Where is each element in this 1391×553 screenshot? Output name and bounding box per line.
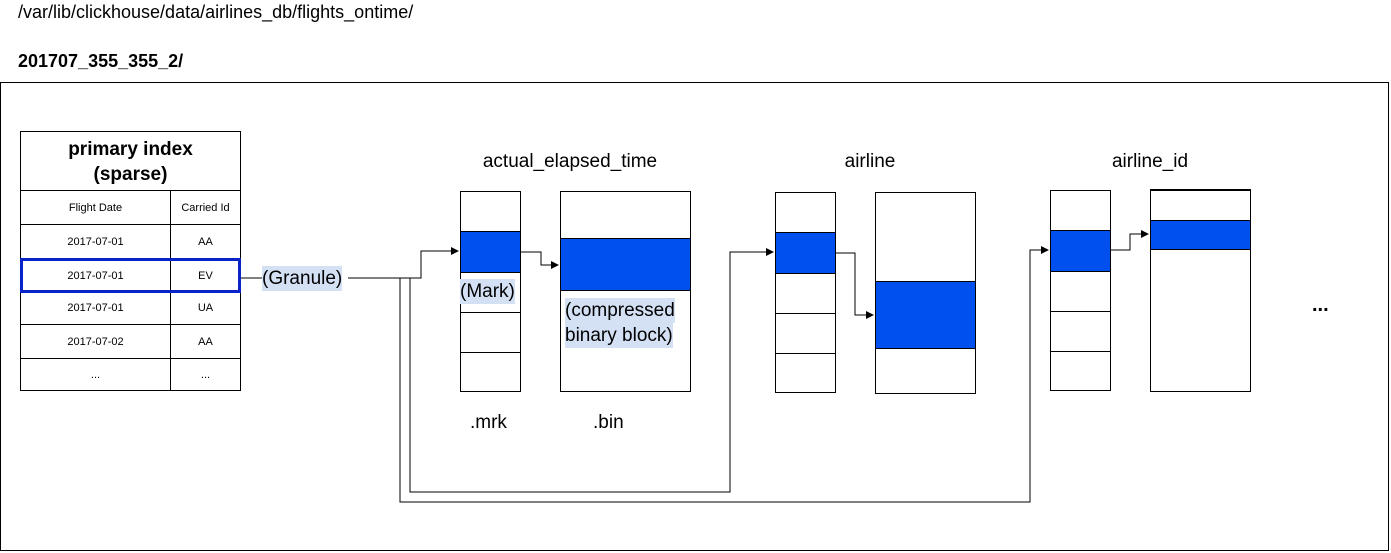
cell-carried-id: UA (197, 301, 214, 314)
selected-index-row-highlight (20, 258, 241, 293)
more-columns-ellipsis: ... (1312, 294, 1329, 316)
mark-cell (776, 353, 835, 393)
cell-carried-id: EV (198, 269, 213, 282)
part-directory: 201707_355_355_2/ (18, 51, 184, 71)
column-header-carried-id: Carried Id (181, 201, 230, 214)
bin-file-airline-id (1150, 189, 1251, 392)
cell-carried-id: AA (198, 335, 213, 348)
mrk-extension-label: .mrk (470, 412, 507, 433)
compressed-block-highlight (561, 238, 690, 291)
bin-file-airline (875, 192, 976, 394)
mark-cell (1051, 311, 1110, 351)
column-title-actual-elapsed-time: actual_elapsed_time (482, 151, 658, 172)
mark-cell (461, 352, 520, 392)
table-row: 2017-07-01 UA (20, 291, 241, 325)
bin-file-actual-elapsed-time (560, 191, 691, 392)
primary-index-title-line2: (sparse) (93, 164, 168, 185)
airline-id-mark-to-bin-arrow (1111, 230, 1149, 251)
mrk-file-airline-id (1050, 190, 1111, 391)
granule-label: (Granule) (262, 266, 343, 291)
airline-mark-to-bin-arrow (836, 252, 874, 319)
cell-carried-id: AA (198, 235, 213, 248)
primary-index-title: primary index (sparse) (20, 131, 241, 191)
mark-cell (461, 272, 520, 312)
granule-to-airline-id-mark-arrow (399, 246, 1049, 503)
primary-index-header-row: Flight Date Carried Id (20, 191, 241, 225)
compressed-block-highlight (1151, 220, 1250, 250)
primary-index-title-line1: primary index (68, 139, 193, 160)
directory-path: /var/lib/clickhouse/data/airlines_db/fli… (18, 2, 414, 22)
cell-flight-date: 2017-07-01 (21, 259, 171, 292)
column-title-airline: airline (844, 151, 896, 172)
mark-cell (776, 313, 835, 353)
cell-flight-date: ... (21, 359, 171, 390)
compressed-block-label-line1: (compressed (565, 298, 675, 323)
mark-to-bin-arrow (521, 251, 559, 269)
cell-flight-date: 2017-07-01 (21, 225, 171, 258)
mark-cell (1051, 351, 1110, 391)
table-row: 2017-07-02 AA (20, 325, 241, 359)
mark-cell (776, 273, 835, 313)
mark-highlight (1051, 230, 1110, 271)
cell-carried-id: ... (200, 368, 211, 381)
cell-flight-date: 2017-07-01 (21, 291, 171, 324)
compressed-block-highlight (876, 281, 975, 349)
mark-highlight (461, 231, 520, 272)
cell-flight-date: 2017-07-02 (21, 325, 171, 358)
compressed-block-label-line2: binary block) (565, 323, 673, 348)
table-row: ... ... (20, 359, 241, 391)
granule-to-mark-arrow (348, 247, 459, 279)
granule-to-airline-mark-arrow (409, 248, 774, 493)
part-frame (0, 82, 1389, 551)
mark-cell (461, 312, 520, 352)
column-title-airline-id: airline_id (1111, 151, 1189, 172)
mrk-file-airline (775, 192, 836, 393)
column-header-flight-date: Flight Date (21, 191, 171, 224)
mark-highlight (776, 232, 835, 273)
mark-label: (Mark) (460, 279, 515, 304)
mark-cell (1051, 271, 1110, 311)
bin-extension-label: .bin (593, 412, 624, 433)
